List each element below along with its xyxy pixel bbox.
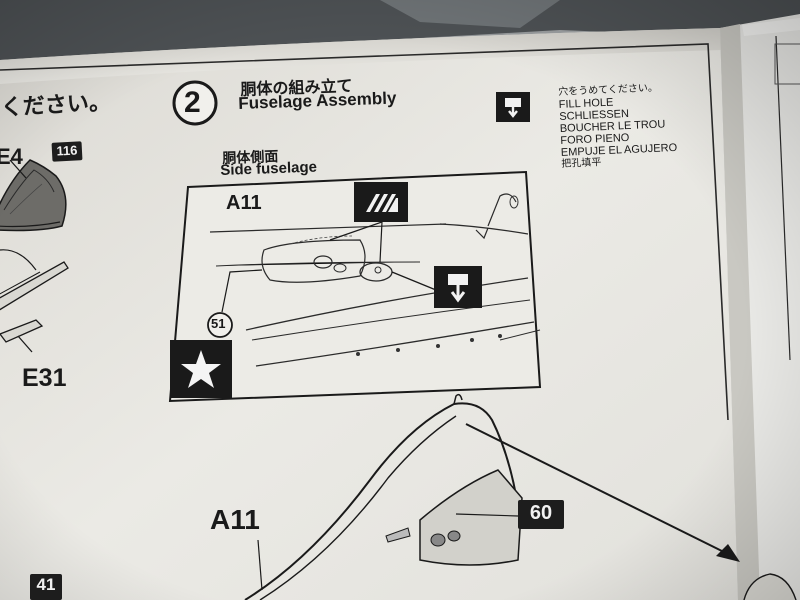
decal-stripe-icon — [358, 186, 404, 218]
part-label-a11-bottom: A11 — [210, 504, 260, 535]
star-insignia-icon — [178, 346, 224, 392]
side-fuselage-label-en: Side fuselage — [220, 158, 318, 179]
previous-step-text-fragment: ください。 — [0, 90, 112, 121]
fill-hole-icon — [440, 270, 476, 304]
part-code-116: 116 — [51, 141, 83, 162]
part-code-41: 41 — [30, 574, 62, 600]
fill-hole-legend: 穴をうめてください。 FILL HOLE SCHLIESSEN BOUCHER … — [558, 82, 678, 171]
part-label-e4: E4 — [0, 144, 23, 169]
part-label-a11: A11 — [226, 192, 262, 214]
part-label-e31: E31 — [22, 364, 67, 392]
part-code-51: 51 — [211, 316, 226, 331]
part-code-60: 60 — [518, 500, 564, 529]
step-number: 2 — [184, 86, 201, 119]
fill-hole-icon — [500, 95, 526, 119]
